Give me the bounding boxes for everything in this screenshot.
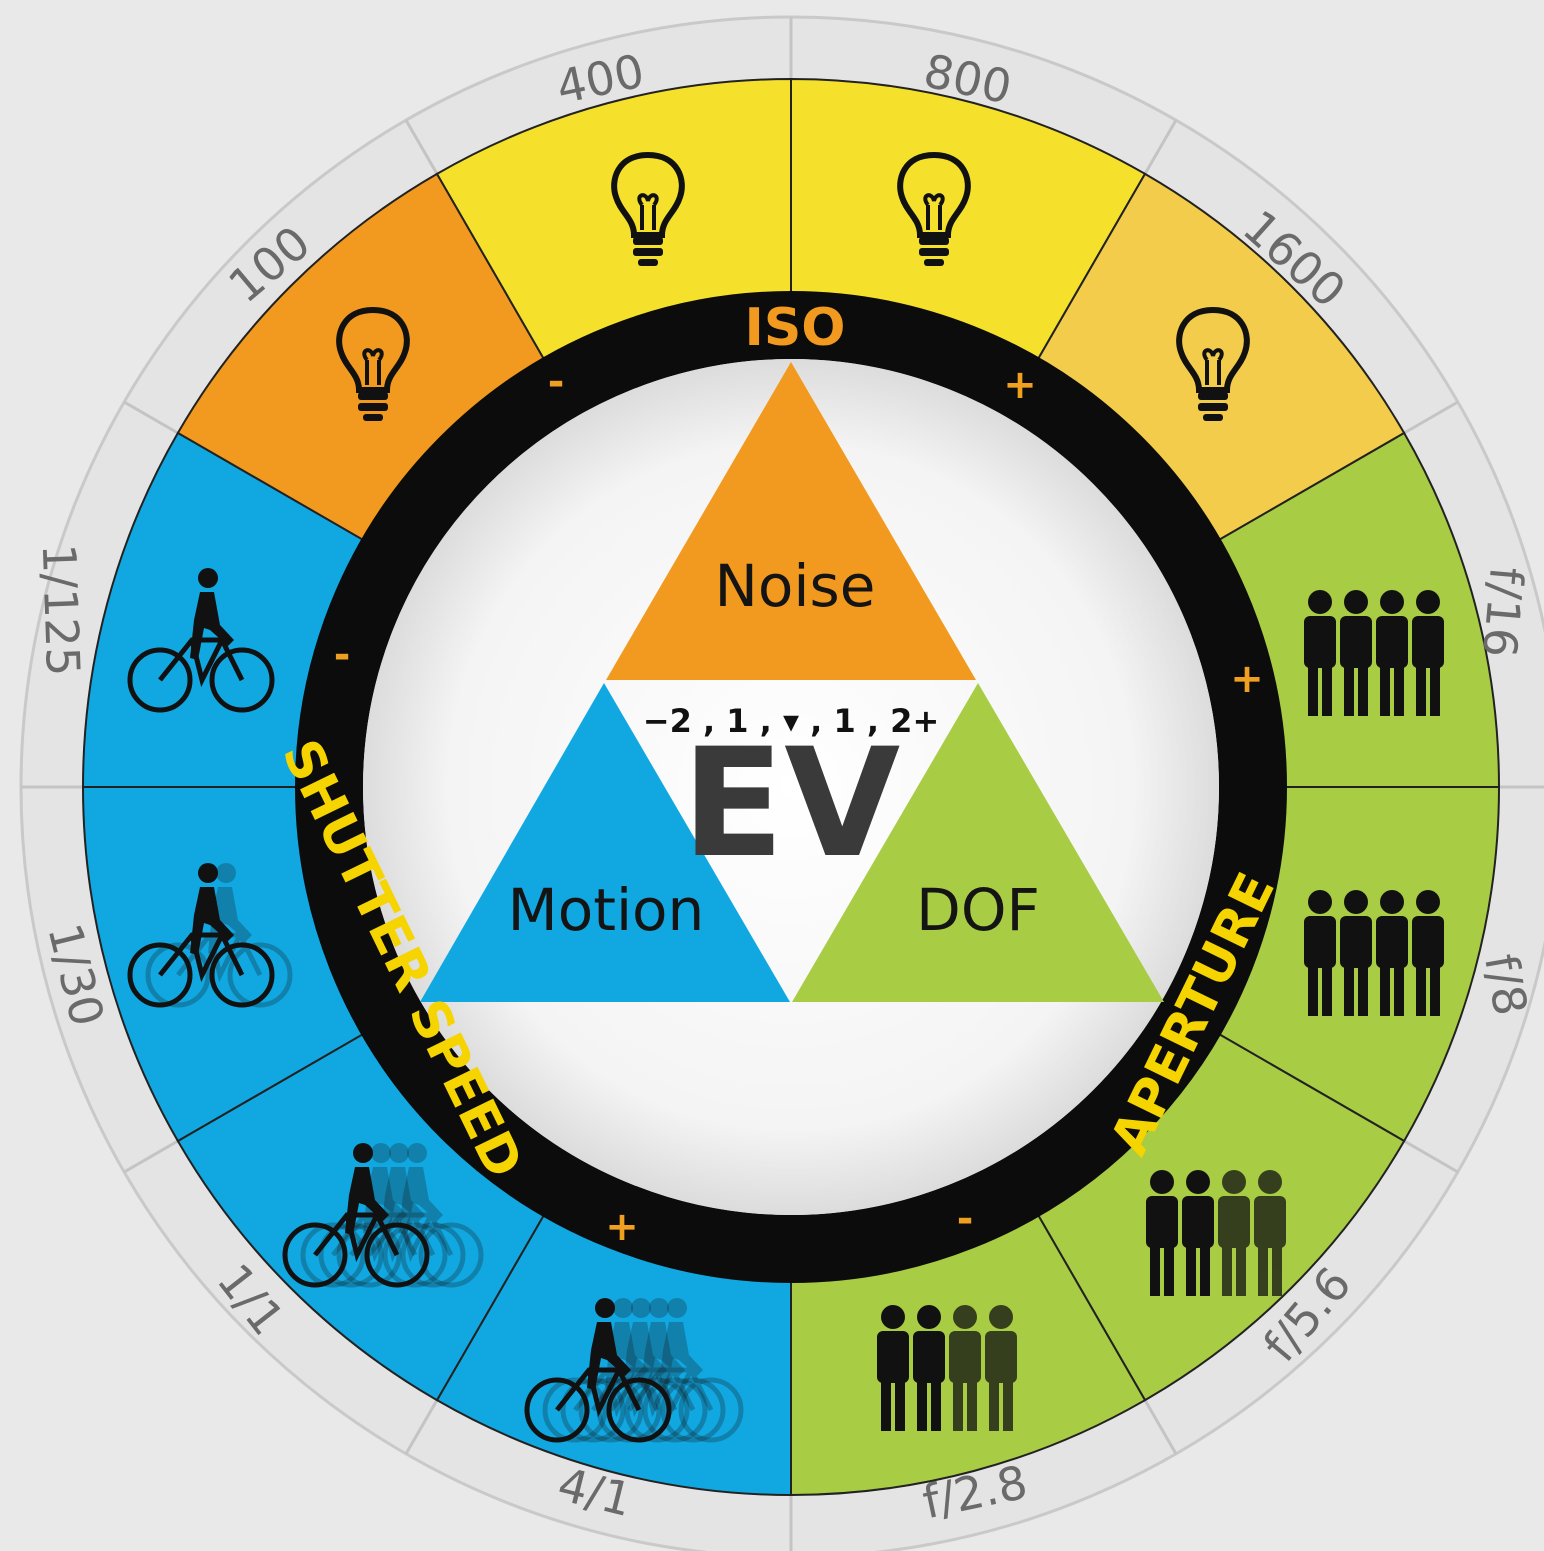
noise-triangle [606,362,976,680]
light-bulb-icon [897,151,971,266]
aperture-plus-sign: + [1230,656,1264,702]
shutter-label-1-125: 1/125 [32,543,91,677]
rim-tick [1143,1399,1178,1455]
people-group-icon [1304,890,1444,1016]
motion-label: Motion [508,876,705,944]
rim-tick [1403,1139,1459,1174]
rim-ticks [21,17,1544,1551]
shutter-plus-sign: + [605,1204,639,1250]
noise-label: Noise [715,552,876,620]
cyclist-icon [524,1298,744,1443]
people-group-icon [1146,1170,1286,1296]
cyclist-icon [127,863,293,1008]
people-group-icon [877,1305,1017,1431]
people-group-icon [1304,590,1444,716]
motion-triangle [420,683,790,1002]
aperture-label-f8: f/8 [1474,950,1538,1019]
ev-scale: −2 , 1 , ▾ , 1 , 2+ [643,702,940,740]
cyclist-icon [127,568,275,713]
aperture-minus-sign: - [957,1196,974,1242]
rim-tick [404,1399,439,1455]
shutter-minus-sign: - [334,632,351,678]
black-ring [295,291,1287,1283]
rim-tick [1143,119,1178,175]
light-bulb-icon [611,151,685,266]
aperture-label-f16: f/16 [1472,565,1534,660]
cyclist-icon [282,1143,484,1288]
light-bulb-icon [1176,306,1250,421]
rim-tick [1403,400,1459,435]
light-bulb-icon [336,306,410,421]
iso-plus-sign: + [1003,362,1037,408]
iso-minus-sign: - [548,359,565,405]
ev-label: EV [682,717,901,891]
dof-triangle [792,683,1164,1002]
sector-icons [127,151,1444,1443]
rim-tick [123,1139,179,1174]
rim-tick [123,400,179,435]
dof-label: DOF [916,876,1040,944]
iso-ring-label: ISO [744,298,845,358]
rim-tick [404,119,439,175]
